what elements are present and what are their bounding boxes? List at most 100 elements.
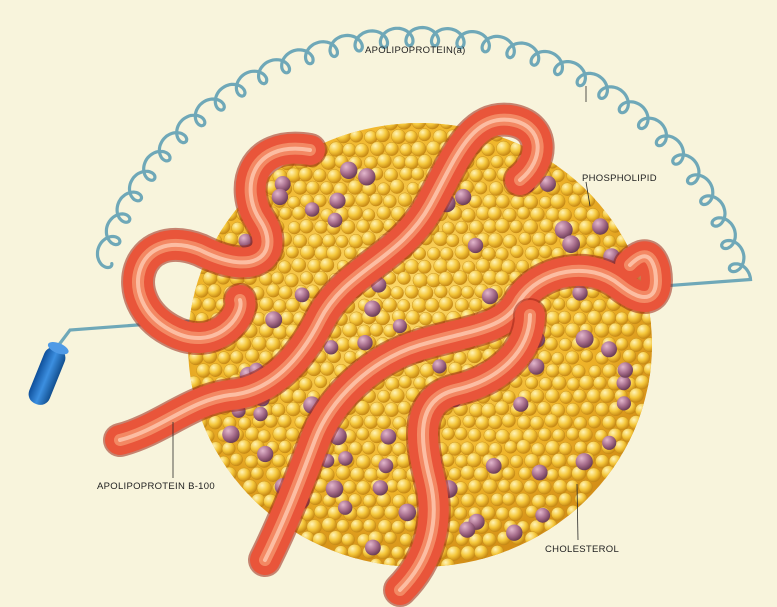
cholesterol-bead [442, 428, 455, 441]
cholesterol-bead [217, 456, 230, 469]
cholesterol-bead [467, 453, 481, 467]
cholesterol-bead [580, 300, 593, 313]
cholesterol-bead [616, 417, 629, 430]
cholesterol-bead [313, 533, 327, 547]
cholesterol-bead [370, 558, 383, 571]
cholesterol-bead [551, 507, 564, 520]
phospholipid-head [358, 168, 375, 185]
cholesterol-bead [341, 220, 355, 234]
cholesterol-bead [552, 429, 565, 442]
cholesterol-bead [552, 376, 566, 390]
cholesterol-bead [385, 142, 398, 155]
cholesterol-bead [511, 245, 524, 258]
cholesterol-bead [498, 480, 511, 493]
cholesterol-bead [553, 480, 567, 494]
cholesterol-bead [418, 155, 432, 169]
cholesterol-bead [202, 298, 216, 312]
cholesterol-bead [608, 219, 622, 233]
cholesterol-bead [370, 402, 384, 416]
cholesterol-bead [425, 298, 439, 312]
cholesterol-bead [271, 272, 283, 284]
cholesterol-bead [202, 430, 215, 443]
cholesterol-bead [329, 142, 344, 157]
cholesterol-bead [348, 206, 363, 221]
cholesterol-bead [546, 364, 559, 377]
cholesterol-bead [439, 297, 453, 311]
cholesterol-bead [551, 323, 565, 337]
cholesterol-bead [292, 258, 306, 272]
cholesterol-bead [635, 375, 649, 389]
label-apolipoprotein-b100: APOLIPOPROTEIN B-100 [97, 481, 215, 492]
cholesterol-bead [292, 206, 305, 219]
cholesterol-bead [600, 388, 615, 403]
cholesterol-bead [575, 493, 587, 505]
cholesterol-bead [195, 284, 208, 297]
cholesterol-bead [545, 441, 559, 455]
cholesterol-bead [629, 388, 643, 402]
cholesterol-bead [544, 232, 557, 245]
cholesterol-bead [343, 481, 356, 494]
cholesterol-bead [495, 401, 509, 415]
cholesterol-bead [355, 144, 369, 158]
cholesterol-bead [446, 234, 459, 247]
cholesterol-bead [223, 467, 237, 481]
cholesterol-bead [496, 141, 511, 156]
cholesterol-bead [484, 429, 496, 441]
cholesterol-bead [588, 416, 601, 429]
label-apolipoprotein-a: APOLIPOPROTEIN(a) [365, 45, 466, 56]
cholesterol-bead [322, 518, 337, 533]
cholesterol-bead [267, 284, 280, 297]
cholesterol-bead [356, 193, 370, 207]
cholesterol-bead [468, 480, 482, 494]
cholesterol-bead [616, 312, 629, 325]
cholesterol-bead [560, 391, 573, 404]
cholesterol-bead [502, 467, 515, 480]
phospholipid-head [257, 446, 273, 462]
cholesterol-bead [491, 156, 504, 169]
cholesterol-bead [553, 298, 565, 310]
cholesterol-bead [502, 493, 515, 506]
phospholipid-head [338, 451, 353, 466]
cholesterol-bead [574, 441, 587, 454]
cholesterol-bead [616, 338, 629, 351]
cholesterol-bead [376, 128, 390, 142]
cholesterol-bead [566, 403, 579, 416]
cholesterol-bead [468, 429, 481, 442]
cholesterol-bead [350, 130, 363, 143]
cholesterol-bead [448, 442, 461, 455]
cholesterol-bead [621, 323, 634, 336]
cholesterol-bead [483, 168, 496, 181]
cholesterol-bead [293, 181, 307, 195]
phospholipid-head [338, 501, 352, 515]
cholesterol-bead [545, 389, 559, 403]
cholesterol-bead [300, 272, 313, 285]
cholesterol-bead [260, 297, 274, 311]
cholesterol-bead [495, 219, 509, 233]
cholesterol-bead [188, 297, 201, 310]
cholesterol-bead [209, 442, 223, 456]
cholesterol-bead [525, 246, 539, 260]
cholesterol-bead [488, 207, 502, 221]
cholesterol-bead [230, 351, 243, 364]
phospholipid-head [272, 189, 288, 205]
cholesterol-bead [362, 441, 375, 454]
cholesterol-bead [280, 311, 294, 325]
cholesterol-bead [581, 350, 593, 362]
cholesterol-bead [278, 414, 291, 427]
cholesterol-bead [356, 455, 370, 469]
cholesterol-bead [315, 376, 327, 388]
cholesterol-bead [336, 466, 350, 480]
cholesterol-bead [405, 131, 418, 144]
cholesterol-bead [461, 286, 474, 299]
cholesterol-bead [392, 521, 405, 534]
phospholipid-head [328, 213, 343, 228]
cholesterol-bead [399, 376, 412, 389]
cholesterol-bead [391, 546, 404, 559]
cholesterol-bead [475, 416, 489, 430]
cholesterol-bead [314, 505, 327, 518]
phospholipid-head [329, 193, 345, 209]
cholesterol-bead [469, 220, 483, 234]
cholesterol-bead [427, 247, 440, 260]
cholesterol-bead [559, 442, 572, 455]
